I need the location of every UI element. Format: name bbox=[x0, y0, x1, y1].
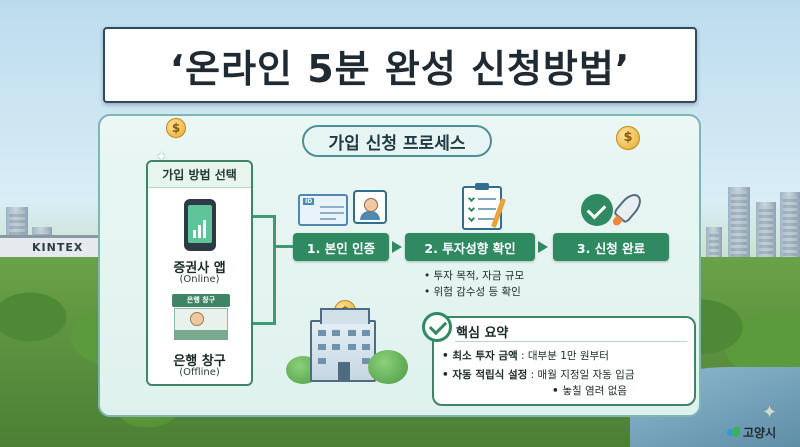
connector-line bbox=[253, 322, 275, 325]
smartphone-chart-icon bbox=[184, 199, 216, 251]
goyang-logo: 고양시 bbox=[727, 424, 776, 441]
method-selection-card: 가입 방법 선택 증권사 앱 (Online) 은행 창구 은행 창구 (Off… bbox=[146, 160, 253, 386]
step-2-profile: 2. 투자성향 확인 bbox=[405, 233, 535, 261]
building-icon bbox=[310, 308, 376, 382]
offline-method-sub: (Offline) bbox=[179, 367, 220, 378]
connector-line bbox=[253, 215, 275, 218]
step-1-identity: 1. 본인 인증 bbox=[293, 233, 389, 261]
step-2-bullet: 위험 감수성 등 확인 bbox=[424, 284, 521, 299]
bank-sign: 은행 창구 bbox=[172, 294, 230, 307]
coin-icon: $ bbox=[616, 126, 640, 150]
online-method-sub: (Online) bbox=[179, 274, 220, 285]
step-3-complete: 3. 신청 완료 bbox=[553, 233, 669, 261]
bank-counter-icon: 은행 창구 bbox=[172, 294, 230, 340]
summary-value-continued: 놓칠 염려 없음 bbox=[562, 385, 628, 397]
summary-value: 매월 지정일 자동 입금 bbox=[537, 369, 635, 381]
id-card-icon: ID bbox=[298, 194, 348, 226]
summary-divider bbox=[455, 341, 687, 342]
check-circle-icon bbox=[581, 194, 613, 226]
id-card-tag: ID bbox=[303, 198, 315, 205]
connector-line bbox=[273, 245, 293, 248]
kintex-sign: KINTEX bbox=[32, 241, 84, 254]
coin-icon: $ bbox=[166, 118, 186, 138]
goyang-logo-icon bbox=[727, 426, 741, 439]
method-header: 가입 방법 선택 bbox=[148, 162, 251, 188]
title-banner: ‘온라인 5분 완성 신청방법’ bbox=[103, 27, 697, 103]
step-2-bullet: 투자 목적, 자금 규모 bbox=[424, 268, 525, 283]
sparkle-icon: ✦ bbox=[762, 402, 778, 423]
bush-decoration bbox=[368, 350, 408, 384]
process-title: 가입 신청 프로세스 bbox=[302, 125, 492, 157]
summary-row-continuation: 놓칠 염려 없음 bbox=[552, 383, 627, 398]
connector-line bbox=[273, 215, 276, 325]
step-arrow-icon bbox=[392, 241, 402, 253]
summary-row-min-investment: 최소 투자 금액 : 대부분 1만 원부터 bbox=[442, 348, 609, 363]
page-title: ‘온라인 5분 완성 신청방법’ bbox=[169, 46, 631, 91]
summary-heading: 핵심 요약 bbox=[456, 326, 509, 341]
summary-row-auto-deposit: 자동 적립식 설정 : 매월 지정일 자동 입금 bbox=[442, 367, 634, 382]
summary-key: 자동 적립식 설정 bbox=[452, 369, 528, 381]
goyang-logo-text: 고양시 bbox=[743, 426, 777, 440]
check-badge-icon bbox=[422, 312, 452, 342]
step-arrow-icon bbox=[538, 241, 548, 253]
online-method-label: 증권사 앱 bbox=[173, 261, 226, 276]
summary-value: 대부분 1만 원부터 bbox=[527, 350, 609, 362]
summary-key: 최소 투자 금액 bbox=[452, 350, 518, 362]
offline-method-label: 은행 창구 bbox=[173, 354, 226, 369]
face-verification-icon bbox=[353, 190, 387, 224]
sparkle-icon: ✦ bbox=[156, 150, 167, 165]
